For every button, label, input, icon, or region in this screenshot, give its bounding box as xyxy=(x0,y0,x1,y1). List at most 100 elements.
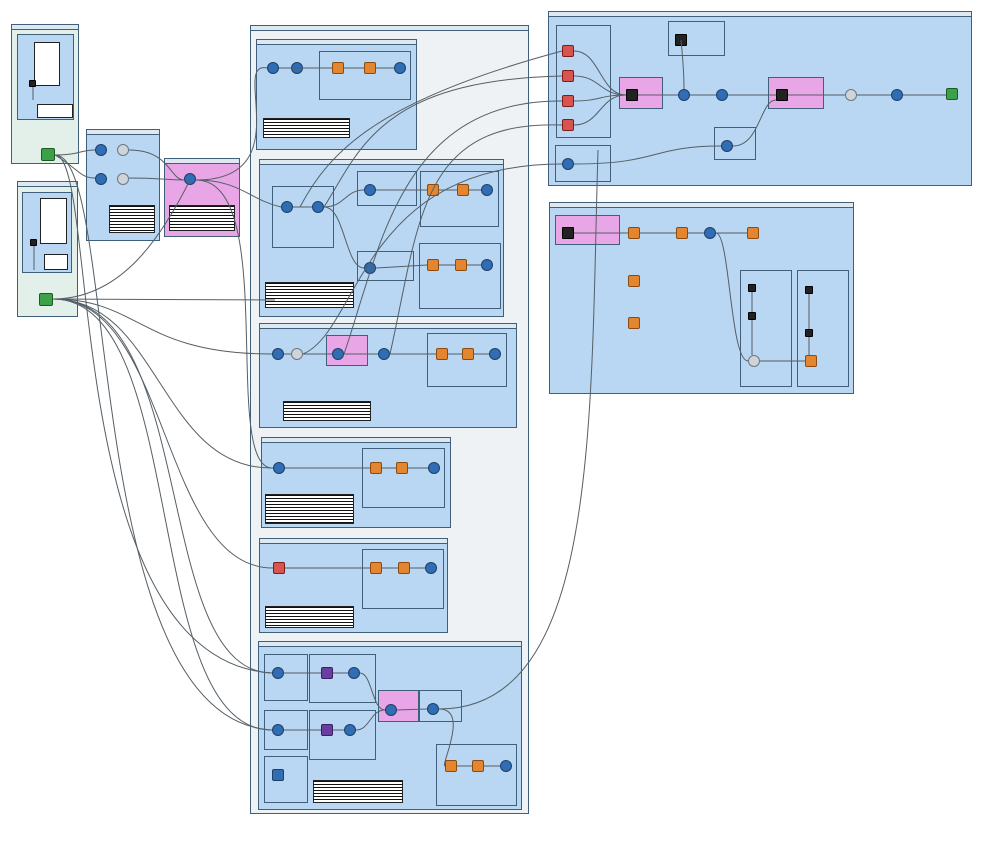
select-icon[interactable] xyxy=(312,201,324,213)
input-data-icon[interactable] xyxy=(805,286,813,294)
formula-icon[interactable] xyxy=(117,144,129,156)
input-data-icon[interactable] xyxy=(267,62,279,74)
right-top-container[interactable] xyxy=(548,11,972,186)
summarize-icon[interactable] xyxy=(457,184,469,196)
browse-icon[interactable] xyxy=(481,259,493,271)
container-header[interactable] xyxy=(262,438,450,443)
filter-icon[interactable] xyxy=(445,760,457,772)
container-header[interactable] xyxy=(18,182,77,187)
join-icon[interactable] xyxy=(678,89,690,101)
browse-icon[interactable] xyxy=(428,462,440,474)
union-icon[interactable] xyxy=(385,704,397,716)
browse-icon[interactable] xyxy=(425,562,437,574)
summarize-icon[interactable] xyxy=(364,62,376,74)
select-icon[interactable] xyxy=(344,724,356,736)
subcontainer-f1[interactable] xyxy=(264,654,308,701)
select-icon[interactable] xyxy=(95,173,107,185)
container-header[interactable] xyxy=(550,203,853,208)
summarize-icon[interactable] xyxy=(462,348,474,360)
summarize-icon[interactable] xyxy=(845,89,857,101)
select-icon[interactable] xyxy=(95,144,107,156)
container-header[interactable] xyxy=(165,159,239,164)
filter-icon[interactable] xyxy=(628,275,640,287)
input-data-icon[interactable] xyxy=(562,70,574,82)
container-header[interactable] xyxy=(259,642,521,647)
select-icon[interactable] xyxy=(891,89,903,101)
subcontainer-f3[interactable] xyxy=(264,710,308,750)
input-data-icon[interactable] xyxy=(29,80,36,87)
summarize-icon[interactable] xyxy=(676,227,688,239)
input-data-icon[interactable] xyxy=(30,239,37,246)
subcontainer-b3[interactable] xyxy=(420,171,499,227)
macro-box[interactable] xyxy=(378,690,419,722)
summarize-icon[interactable] xyxy=(628,317,640,329)
input-data-icon[interactable] xyxy=(748,284,756,292)
container-header[interactable] xyxy=(12,25,78,30)
select-icon[interactable] xyxy=(716,89,728,101)
union-icon[interactable] xyxy=(332,348,344,360)
input-data-icon[interactable] xyxy=(562,45,574,57)
subcontainer-f7[interactable] xyxy=(436,744,517,806)
container-header[interactable] xyxy=(260,160,503,165)
output-data-icon[interactable] xyxy=(41,148,55,161)
browse-icon[interactable] xyxy=(378,348,390,360)
formula-icon[interactable] xyxy=(747,227,759,239)
union-icon[interactable] xyxy=(184,173,196,185)
filter-icon[interactable] xyxy=(628,227,640,239)
output-data-icon[interactable] xyxy=(946,88,958,100)
subcontainer-b5[interactable] xyxy=(419,243,501,309)
formula-icon[interactable] xyxy=(776,89,788,101)
select-icon[interactable] xyxy=(364,262,376,274)
subcontainer-e2[interactable] xyxy=(362,549,444,609)
sort-icon[interactable] xyxy=(273,562,285,574)
input-data-icon[interactable] xyxy=(675,34,687,46)
summarize-icon[interactable] xyxy=(396,462,408,474)
summarize-icon[interactable] xyxy=(472,760,484,772)
select-icon[interactable] xyxy=(427,703,439,715)
select-icon[interactable] xyxy=(704,227,716,239)
union-icon[interactable] xyxy=(562,227,574,239)
container-header[interactable] xyxy=(549,12,971,17)
container-header[interactable] xyxy=(260,539,447,544)
formula-icon[interactable] xyxy=(117,173,129,185)
select-icon[interactable] xyxy=(562,158,574,170)
select-icon[interactable] xyxy=(272,667,284,679)
subcontainer-f6[interactable] xyxy=(264,756,308,803)
filter-icon[interactable] xyxy=(332,62,344,74)
join-icon[interactable] xyxy=(321,667,333,679)
select-icon[interactable] xyxy=(348,667,360,679)
formula-icon[interactable] xyxy=(748,355,760,367)
filter-icon[interactable] xyxy=(427,184,439,196)
browse-icon[interactable] xyxy=(489,348,501,360)
filter-icon[interactable] xyxy=(370,462,382,474)
subcontainer-d2[interactable] xyxy=(362,448,445,508)
select-icon[interactable] xyxy=(364,184,376,196)
select-icon[interactable] xyxy=(273,462,285,474)
input-data-icon[interactable] xyxy=(805,329,813,337)
input-data-icon[interactable] xyxy=(748,312,756,320)
browse-icon[interactable] xyxy=(481,184,493,196)
browse-icon[interactable] xyxy=(500,760,512,772)
input-data-icon[interactable] xyxy=(562,119,574,131)
container-header[interactable] xyxy=(260,324,516,329)
select-icon[interactable] xyxy=(272,724,284,736)
summarize-icon[interactable] xyxy=(455,259,467,271)
select-icon[interactable] xyxy=(721,140,733,152)
container-header[interactable] xyxy=(257,40,416,45)
container-header[interactable] xyxy=(251,26,528,31)
select-icon[interactable] xyxy=(291,62,303,74)
subcontainer-f2[interactable] xyxy=(309,654,376,703)
output-data-icon[interactable] xyxy=(272,769,284,781)
filter-icon[interactable] xyxy=(427,259,439,271)
filter-icon[interactable] xyxy=(436,348,448,360)
join-icon[interactable] xyxy=(321,724,333,736)
browse-icon[interactable] xyxy=(394,62,406,74)
join-icon[interactable] xyxy=(281,201,293,213)
subcontainer-b1[interactable] xyxy=(272,186,334,248)
subcontainer-a2[interactable] xyxy=(319,51,411,100)
select-icon[interactable] xyxy=(272,348,284,360)
summarize-icon[interactable] xyxy=(398,562,410,574)
container-header[interactable] xyxy=(87,130,159,135)
subcontainer-f5[interactable] xyxy=(419,690,462,722)
